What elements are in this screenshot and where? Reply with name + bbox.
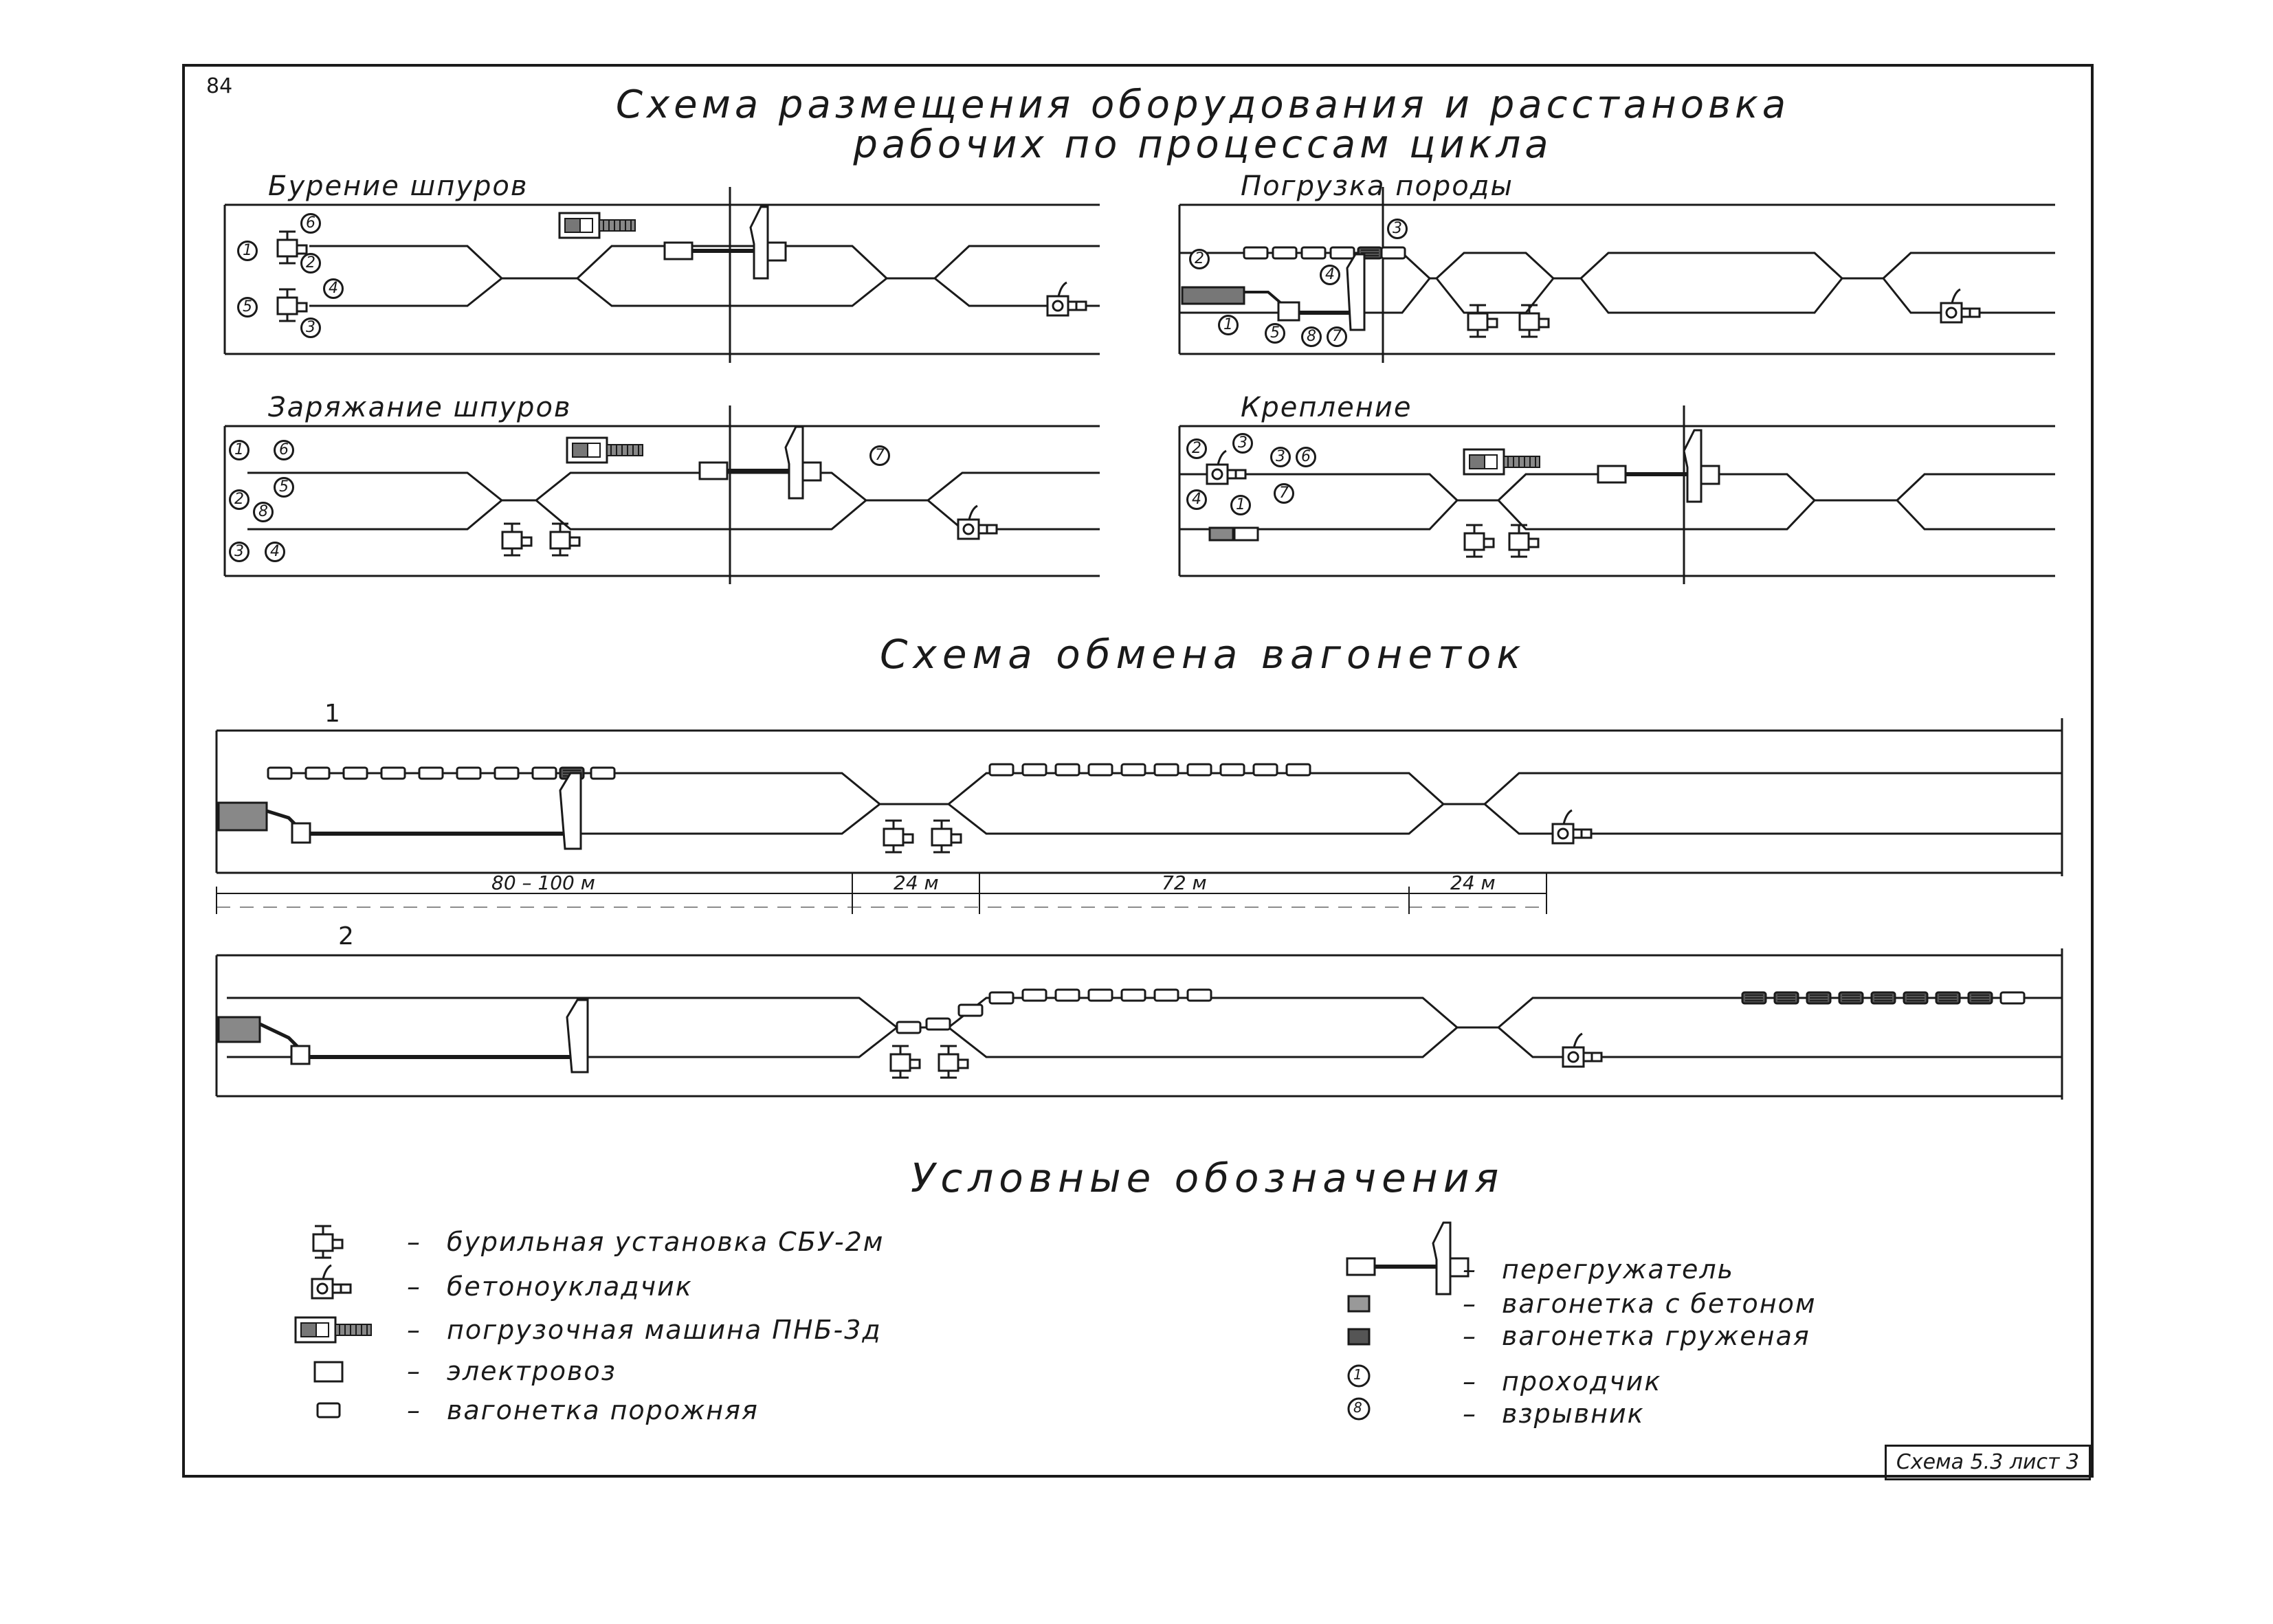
worker-marker: 1 xyxy=(229,440,250,460)
worker-marker: 1 xyxy=(237,241,258,261)
worker-marker: 3 xyxy=(1270,447,1291,467)
legend-title: Условные обозначения xyxy=(911,1155,1505,1201)
scheme-2-label: 2 xyxy=(338,922,354,950)
exchange-scheme-2-diagram xyxy=(217,948,2062,1100)
worker-marker: 2 xyxy=(300,253,321,274)
panel-loading-title: Погрузка породы xyxy=(1241,170,1514,202)
worker-marker: 6 xyxy=(1296,447,1316,467)
dimension-label: 72 м xyxy=(1162,871,1207,894)
worker-marker: 7 xyxy=(1327,326,1347,347)
panel-charging-title: Заряжание шпуров xyxy=(268,392,572,423)
legend-item-label: бурильная установка СБУ-2м xyxy=(447,1227,885,1257)
worker-marker: 4 xyxy=(1320,265,1340,285)
panel-drilling-diagram xyxy=(225,187,1100,363)
worker-marker: 1 xyxy=(1230,495,1251,515)
worker-marker: 8 xyxy=(253,502,274,522)
exchange-title: Схема обмена вагонеток xyxy=(880,631,1527,678)
main-title-line2: рабочих по процессам цикла xyxy=(853,122,1553,167)
worker-marker: 2 xyxy=(229,489,250,510)
worker-marker: 6 xyxy=(300,213,321,234)
worker-marker: 2 xyxy=(1189,249,1210,269)
main-title-line1: Схема размещения оборудования и расстано… xyxy=(615,82,1790,127)
legend-item-label: проходчик xyxy=(1502,1366,1662,1397)
legend-dash: – xyxy=(407,1227,420,1257)
dimension-label: 24 м xyxy=(894,871,939,894)
worker-marker: 3 xyxy=(229,542,250,562)
sheet-frame xyxy=(182,64,2094,1478)
worker-marker: 7 xyxy=(869,445,890,466)
legend-item-label: взрывник xyxy=(1502,1399,1645,1429)
worker-icon: 1 xyxy=(1353,1366,1362,1383)
worker-marker: 5 xyxy=(237,297,258,318)
drawing-stamp: Схема 5.3 лист 3 xyxy=(1885,1445,2091,1480)
worker-marker: 6 xyxy=(274,440,294,460)
worker-marker: 4 xyxy=(265,542,285,562)
blaster-icon: 8 xyxy=(1353,1399,1362,1416)
panel-charging-diagram xyxy=(225,405,1100,584)
panel-drilling-title: Бурение шпуров xyxy=(268,170,529,202)
legend-dash: – xyxy=(407,1395,420,1425)
worker-marker: 2 xyxy=(1186,438,1207,459)
dimension-label: 24 м xyxy=(1450,871,1496,894)
legend-dash: – xyxy=(1463,1366,1476,1397)
worker-marker: 5 xyxy=(1265,323,1285,344)
worker-marker: 5 xyxy=(274,477,294,498)
worker-marker: 4 xyxy=(323,278,344,299)
worker-marker: 7 xyxy=(1274,483,1294,504)
page-number: 84 xyxy=(206,74,233,98)
legend-dash: – xyxy=(1463,1254,1476,1284)
panel-loading-diagram xyxy=(1179,187,2055,363)
worker-marker: 3 xyxy=(300,318,321,338)
exchange-scheme-1-diagram xyxy=(217,718,2062,914)
legend-item-label: вагонетка груженая xyxy=(1502,1321,1810,1351)
worker-marker: 3 xyxy=(1232,433,1253,454)
legend-item-label: перегружатель xyxy=(1502,1254,1735,1284)
panel-support-diagram xyxy=(1179,405,2055,584)
legend-item-label: вагонетка с бетоном xyxy=(1502,1289,1817,1319)
scheme-1-label: 1 xyxy=(324,700,340,728)
legend-dash: – xyxy=(407,1356,420,1386)
panel-support-title: Крепление xyxy=(1241,392,1412,423)
legend-item-label: электровоз xyxy=(447,1356,617,1386)
legend-item-label: вагонетка порожняя xyxy=(447,1395,759,1425)
dimension-label: 80 – 100 м xyxy=(491,871,595,894)
legend-item-label: бетоноукладчик xyxy=(447,1271,693,1302)
legend-dash: – xyxy=(407,1315,420,1345)
worker-marker: 4 xyxy=(1186,489,1207,510)
legend-dash: – xyxy=(1463,1399,1476,1429)
legend-dash: – xyxy=(1463,1321,1476,1351)
worker-marker: 3 xyxy=(1387,219,1408,239)
legend-dash: – xyxy=(407,1271,420,1302)
legend-item-label: погрузочная машина ПНБ-3д xyxy=(447,1315,882,1345)
worker-marker: 1 xyxy=(1218,315,1239,335)
legend-icons xyxy=(294,1223,1468,1419)
legend-dash: – xyxy=(1463,1289,1476,1319)
worker-marker: 8 xyxy=(1301,326,1322,347)
